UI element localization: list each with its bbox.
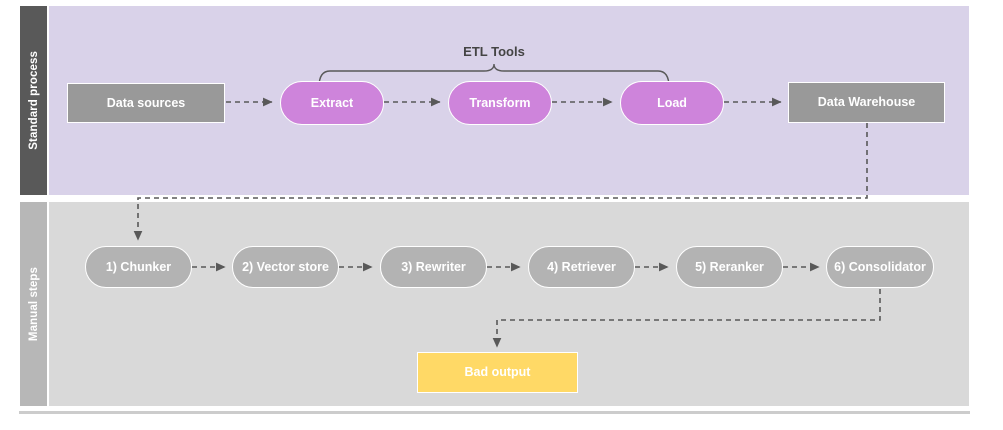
node-bad-output[interactable]: Bad output [417,352,578,393]
lane-label-manual-steps: Manual steps [27,266,40,342]
node-extract[interactable]: Extract [280,81,384,125]
node-retriever[interactable]: 4) Retriever [528,246,635,288]
lane-label-standard-process: Standard process [27,51,40,150]
lane-header-standard-process: Standard process [19,5,48,196]
lane-header-manual-steps: Manual steps [19,201,48,407]
node-load[interactable]: Load [620,81,724,125]
node-reranker[interactable]: 5) Reranker [676,246,783,288]
node-data-warehouse[interactable]: Data Warehouse [788,82,945,123]
bottom-divider [19,411,970,414]
node-vector-store[interactable]: 2) Vector store [232,246,339,288]
node-consolidator[interactable]: 6) Consolidator [826,246,934,288]
etl-tools-label: ETL Tools [463,44,525,59]
node-transform[interactable]: Transform [448,81,552,125]
node-rewriter[interactable]: 3) Rewriter [380,246,487,288]
node-chunker[interactable]: 1) Chunker [85,246,192,288]
node-data-sources[interactable]: Data sources [67,83,225,123]
